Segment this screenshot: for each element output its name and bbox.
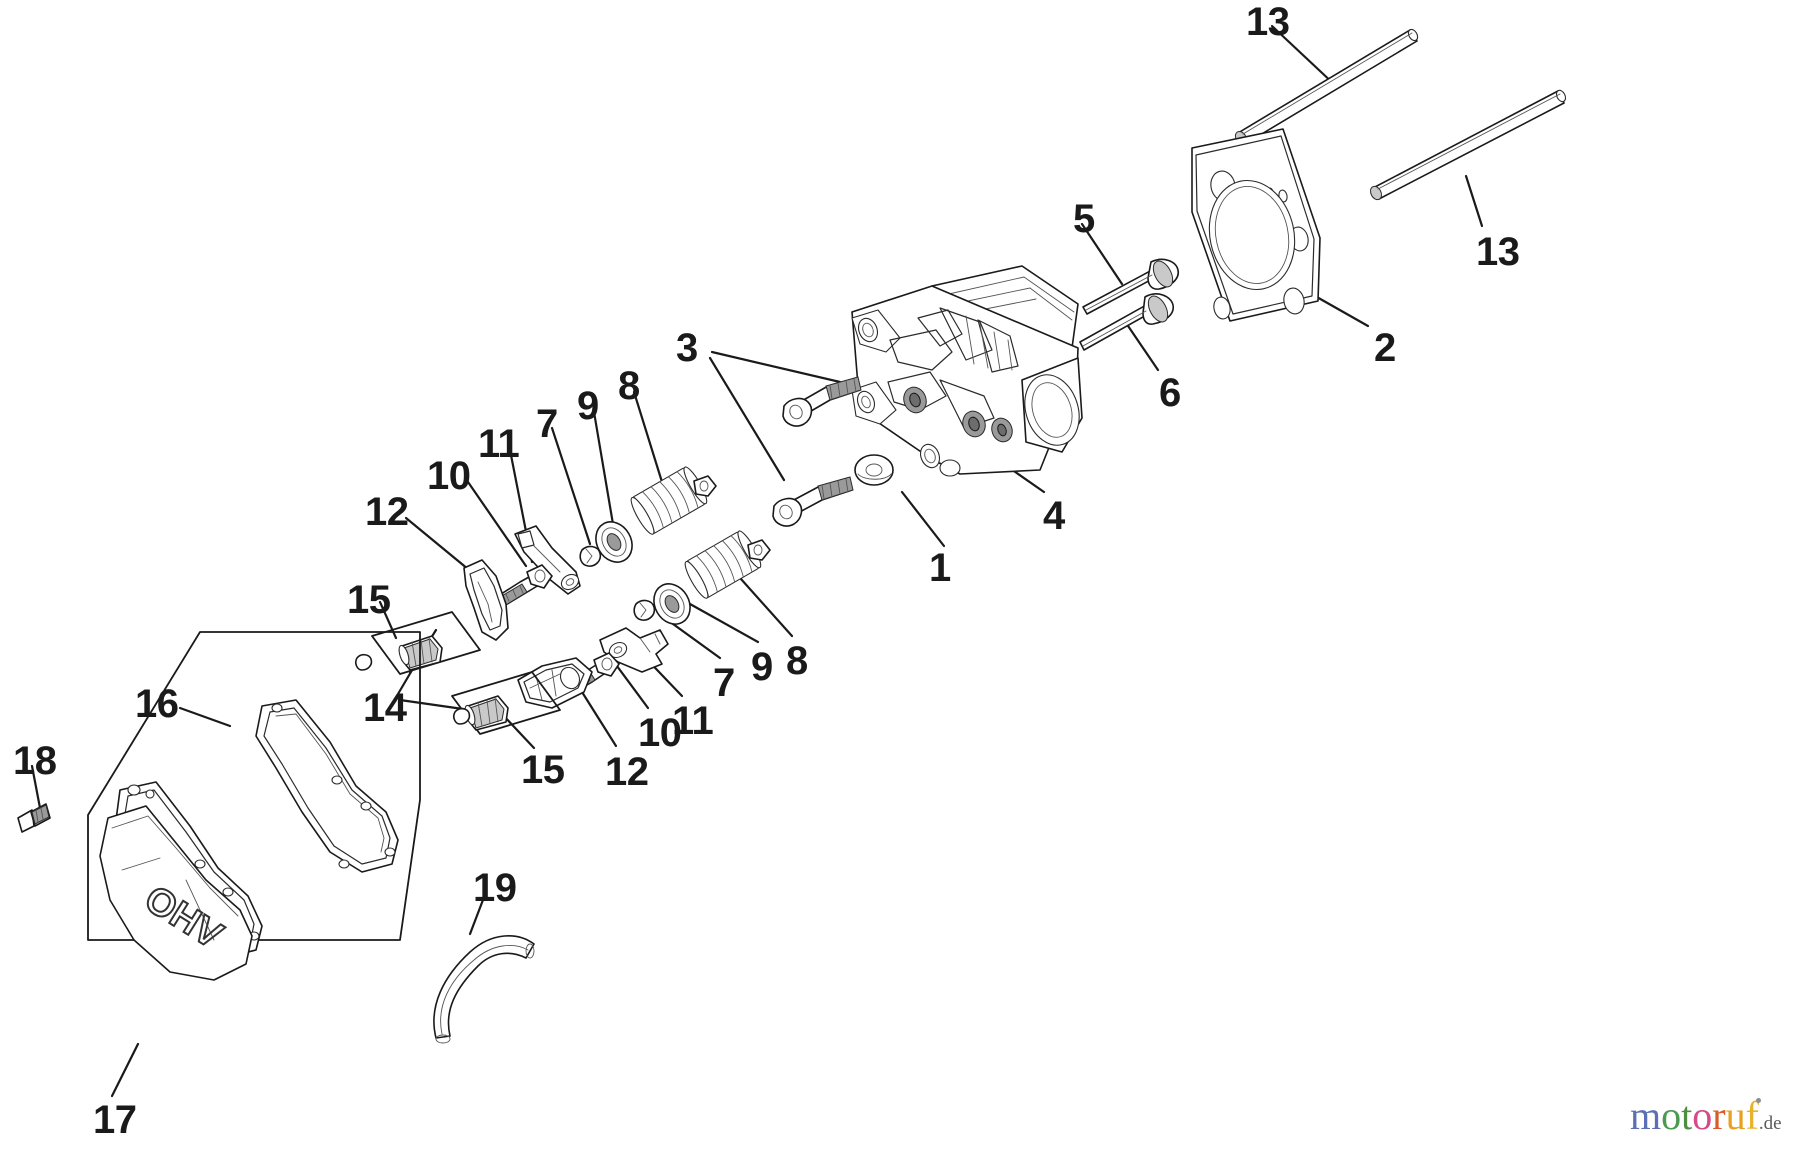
wm-letter-o2: o [1692,1093,1713,1138]
callout-9-lower: 9 [751,645,773,689]
valve-keeper-lower [633,599,656,621]
callout-8-top: 8 [618,364,640,408]
callout-7-top: 7 [536,402,558,446]
wm-letter-f: f [1745,1093,1759,1138]
valve-lifter-upper [463,559,509,641]
callout-10-lower: 10 [638,711,682,755]
valve-cover-bolt [17,803,51,833]
callout-12-lower: 12 [605,750,649,794]
head-bolt-lower [772,476,854,527]
callout-5: 5 [1073,197,1095,241]
valve-cover-inset-box [87,631,421,941]
callout-15-lower: 15 [521,748,565,792]
callout-16: 16 [135,682,179,726]
wm-letter-o1: o [1661,1093,1682,1138]
callout-13-right: 13 [1476,230,1520,274]
cylinder-head [851,265,1083,477]
head-bolt-upper [782,376,862,427]
callout-12-top: 12 [365,490,409,534]
wm-letter-m: m [1630,1093,1662,1138]
push-rod-upper [1234,28,1419,146]
spring-retainer-lower [653,583,691,625]
wm-dot [1756,1098,1761,1103]
wm-letter-u: u [1725,1093,1746,1138]
callout-19: 19 [473,866,517,910]
callout-1: 1 [929,546,951,590]
callout-10-top: 10 [427,454,471,498]
seal-box-lower [451,671,561,735]
valve-lash-nut-upper [693,475,717,497]
callout-2: 2 [1374,326,1396,370]
callout-18: 18 [13,739,57,783]
wm-suffix: .de [1758,1113,1782,1134]
valve-exhaust [1079,293,1174,351]
callout-9-top: 9 [577,384,599,428]
leader-lines [30,24,1484,1098]
push-rod-lower [1369,89,1567,201]
valve-lash-nut-lower [747,539,771,561]
callout-17: 17 [93,1098,137,1142]
motoruf-watermark-logo: motoruf.de [1630,1096,1782,1136]
callout-4: 4 [1043,494,1065,538]
breather-hose [433,935,535,1044]
callout-14: 14 [363,686,407,730]
callout-15-upper: 15 [347,578,391,622]
callout-8-lower: 8 [786,639,808,683]
valve-cover-body: OHV [99,781,263,981]
valve-lifter-lower [517,657,593,709]
valve-spring-upper [630,466,708,535]
valve-intake [1082,258,1180,315]
callout-3: 3 [676,326,698,370]
callout-6: 6 [1159,371,1181,415]
head-gasket [1191,128,1321,322]
valve-keeper-upper [579,545,602,567]
callout-11-lower: 11 [672,699,714,743]
rocker-arm-upper [514,525,581,595]
callout-11-top: 11 [478,422,520,466]
callout-13-top: 13 [1246,0,1290,44]
wm-letter-r: r [1712,1093,1726,1138]
rocker-adjuster-upper [497,564,553,607]
valve-cover-gasket [255,699,399,873]
seal-box-upper [355,611,481,675]
washer-1 [854,454,894,486]
callout-7-lower: 7 [713,661,735,705]
wm-letter-t: t [1681,1093,1693,1138]
